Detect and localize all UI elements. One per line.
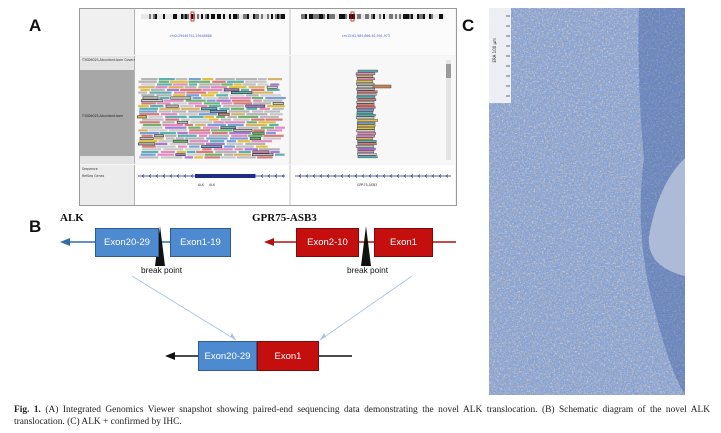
- panel-c-label: C: [462, 16, 475, 35]
- igv-refseq-label: RefSeq Genes: [82, 174, 105, 178]
- breakpoint-marker-gpr: [361, 226, 371, 266]
- fusion-exon-1: Exon1: [257, 341, 319, 371]
- panel-a-label: A: [29, 16, 42, 35]
- igv-track-name-column: T3SD6025-Abundant.bam Coverage T3SD6025-…: [80, 56, 140, 164]
- igv-locus-left: chr2:29446752-29446888: [170, 34, 212, 38]
- igv-track-reads-label: T3SD6025-Abundant.bam: [82, 114, 124, 118]
- caption-figure-label: Fig. 1.: [14, 405, 41, 415]
- fusion-direction-arrow: [165, 352, 175, 360]
- igv-track-coverage-label: T3SD6025-Abundant.bam Coverage: [82, 58, 140, 62]
- igv-annotation-name-column: Sequence RefSeq Genes: [80, 165, 135, 205]
- igv-sequence-label: Sequence: [82, 167, 98, 171]
- gpr-exon-1: Exon1: [374, 228, 433, 257]
- igv-track-selected: [80, 70, 134, 156]
- ihc-texture: [489, 8, 685, 395]
- igv-ideograms: [135, 9, 455, 55]
- fusion-exon-20-29: Exon20-29: [198, 341, 257, 371]
- breakpoint-label-alk: break point: [141, 265, 183, 275]
- alk-exon-20-29: Exon20-29: [95, 228, 159, 257]
- igv-locus-right: chr15:61,989,866-61,991,973: [342, 34, 390, 38]
- gene-label-gpr75-asb3: GPR75-ASB3: [252, 212, 317, 224]
- figure-caption: Fig. 1. (A) Integrated Genomics Viewer s…: [14, 404, 710, 428]
- panel-b-label: B: [29, 217, 42, 236]
- guide-line-gpr: [319, 275, 413, 341]
- igv-gene-alk-1: ALK: [198, 183, 205, 187]
- igv-snapshot: T3SD6025-Abundant.bam Coverage T3SD6025-…: [79, 8, 457, 206]
- igv-gene-alk-2: ALK: [209, 183, 216, 187]
- ihc-scale-label: ERA 100 µm: [492, 38, 497, 63]
- guide-line-alk: [131, 275, 237, 341]
- ihc-micrograph: ERA 100 µm: [489, 8, 685, 395]
- breakpoint-label-gpr: break point: [347, 265, 389, 275]
- igv-gene-right: GPR75-ASB3: [357, 183, 378, 187]
- alk-direction-arrow: [60, 238, 70, 246]
- gpr-exon-2-10: Exon2-10: [296, 228, 359, 257]
- igv-gene-track: [135, 165, 455, 205]
- caption-text: (A) Integrated Genomics Viewer snapshot …: [14, 405, 710, 428]
- gpr-direction-arrow: [264, 238, 274, 246]
- igv-header-name-cell: [80, 9, 135, 55]
- igv-alignment-area: [135, 56, 455, 164]
- alk-exon-1-19: Exon1-19: [170, 228, 231, 257]
- gene-label-alk: ALK: [60, 212, 84, 224]
